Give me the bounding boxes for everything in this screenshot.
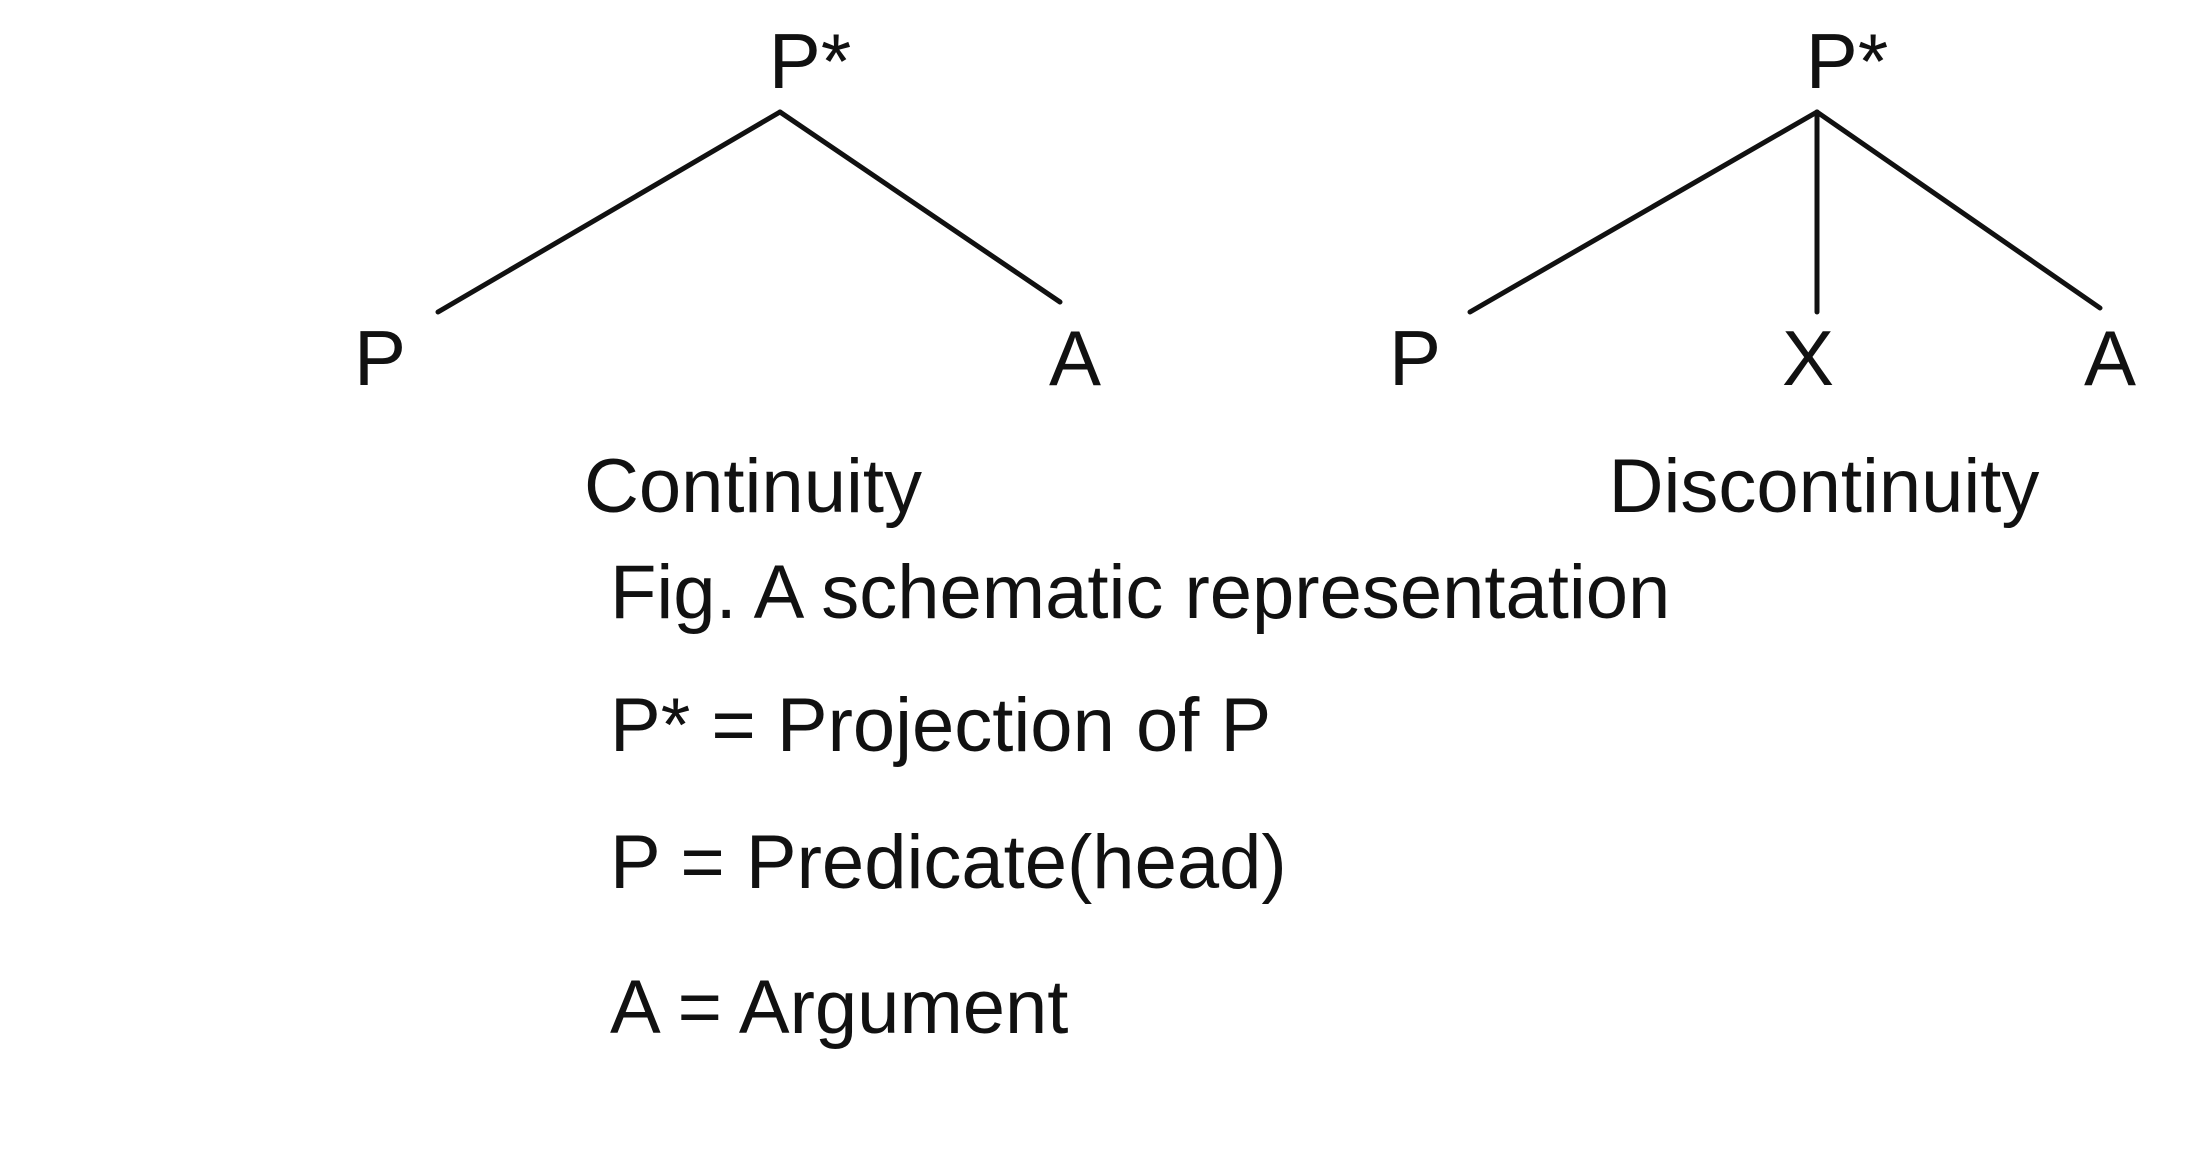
tree-continuity: P* P A Continuity (354, 17, 1101, 529)
tree-discontinuity-child-p: P (1389, 314, 1441, 402)
tree-continuity-root: P* (769, 17, 851, 105)
edge-root-to-a (1814, 109, 2103, 311)
legend-predicate: P = Predicate(head) (610, 820, 1287, 905)
edge-root-to-p (1467, 109, 1820, 315)
figure-caption: Fig. A schematic representation (610, 550, 1671, 635)
tree-continuity-caption: Continuity (584, 444, 922, 529)
tree-continuity-child-p: P (354, 314, 406, 402)
edge-root-to-p (435, 109, 783, 315)
legend-projection: P* = Projection of P (610, 683, 1272, 768)
tree-discontinuity-child-x: X (1782, 314, 1834, 402)
legend-argument: A = Argument (610, 965, 1069, 1050)
tree-discontinuity-root: P* (1806, 17, 1888, 105)
tree-discontinuity: P* P X A Discontinuity (1389, 17, 2136, 529)
tree-discontinuity-child-a: A (2084, 314, 2136, 402)
tree-continuity-child-a: A (1049, 314, 1101, 402)
edge-root-to-a (777, 109, 1063, 305)
tree-discontinuity-caption: Discontinuity (1609, 444, 2040, 529)
